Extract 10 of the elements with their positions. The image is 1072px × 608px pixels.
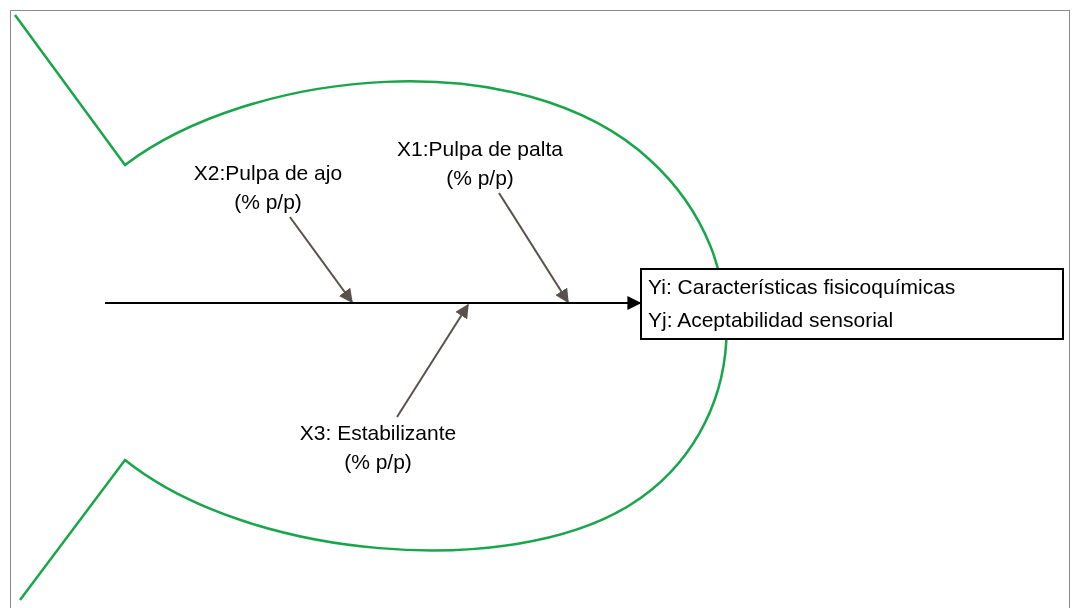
cause-arrow (498, 192, 569, 304)
cause-arrow (396, 303, 469, 418)
cause-label: X2:Pulpa de ajo (% p/p) (183, 158, 353, 216)
cause-label: X1:Pulpa de palta (% p/p) (390, 134, 570, 192)
spine-arrow (104, 296, 642, 310)
effect-text: Yj: Aceptabilidad sensorial (648, 307, 895, 333)
cause-label: X3: Estabilizante (% p/p) (288, 418, 468, 476)
effect-text: Yi: Características fisicoquímicas (648, 274, 957, 300)
effect-box (640, 268, 1064, 340)
cause-arrow (288, 216, 353, 304)
